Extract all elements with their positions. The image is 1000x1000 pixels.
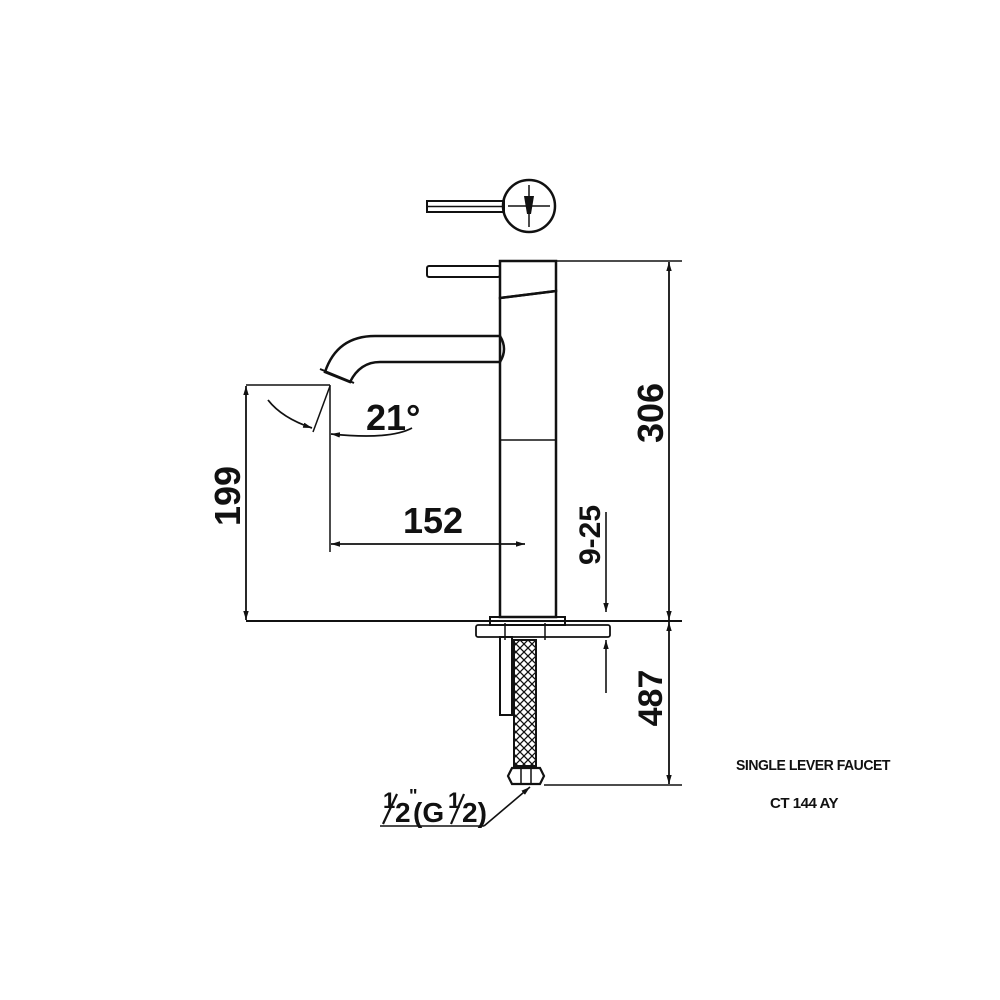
conn-half: 2 (395, 797, 411, 828)
dimension-spout-height: 199 (207, 386, 249, 620)
spout (323, 334, 500, 384)
dim-deck-thickness-label: 9-25 (574, 505, 607, 565)
top-view-lever (426, 178, 557, 234)
dimension-deck-thickness: 9-25 (574, 505, 609, 693)
mounting-shank (499, 636, 513, 716)
faucet-side-view (319, 259, 611, 786)
conn-g-whole: 1 (448, 788, 460, 813)
dimension-total-height: 306 (630, 262, 672, 620)
flex-hose (513, 639, 537, 767)
dim-spout-angle-label: 21° (366, 397, 420, 438)
conn-g-close: 2) (462, 797, 487, 828)
conn-g-label: (G (413, 797, 444, 828)
connection-size-callout: 1 2 " (G 1 2) (380, 786, 531, 828)
drawing-model: CT 144 AY (770, 795, 838, 812)
dim-total-height-label: 306 (630, 383, 671, 443)
extension-lines (246, 260, 682, 786)
lever-handle (426, 265, 501, 278)
dim-spout-height-label: 199 (207, 466, 248, 526)
title-block: SINGLE LEVER FAUCET CT 144 AY (736, 757, 891, 812)
hose-nut (506, 766, 546, 786)
dimension-spout-reach: 152 (331, 500, 525, 547)
dimension-hose-length: 487 (632, 622, 672, 784)
dim-spout-reach-label: 152 (403, 500, 463, 541)
dim-hose-length-label: 487 (632, 670, 670, 727)
drawing-title: SINGLE LEVER FAUCET (736, 757, 890, 774)
dimension-spout-angle: 21° (267, 385, 420, 438)
conn-inch-mark: " (409, 786, 418, 806)
